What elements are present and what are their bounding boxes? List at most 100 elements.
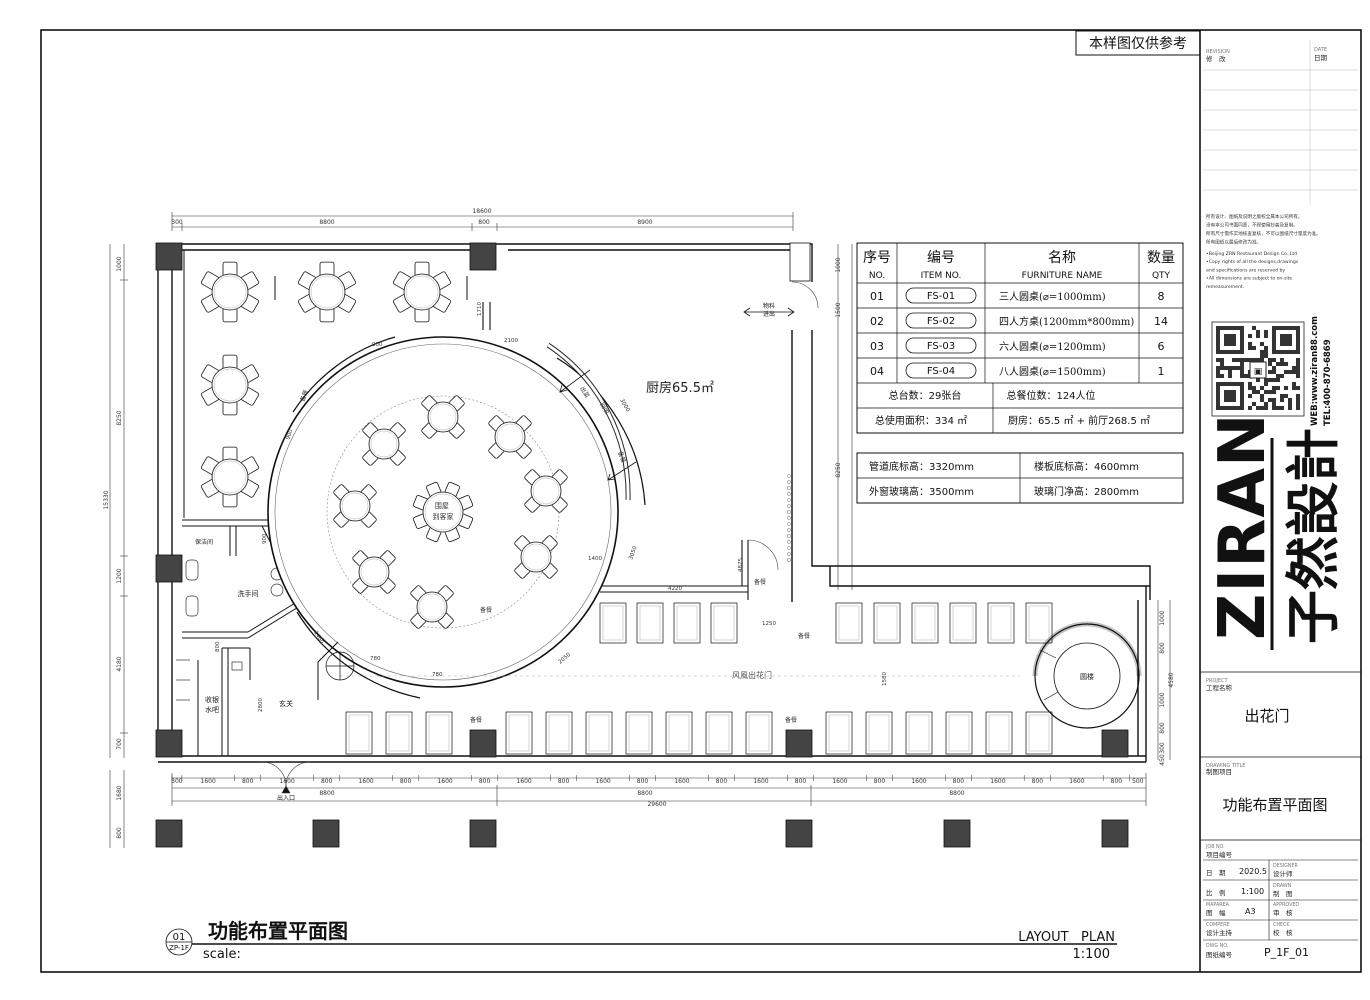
qr-module: [1272, 402, 1276, 406]
booth: [835, 602, 863, 644]
booth: [673, 602, 701, 644]
qr-module: [1240, 374, 1244, 378]
designer-cn: 设计师: [1273, 869, 1293, 878]
qr-module: [1256, 334, 1260, 338]
round-table: [488, 415, 532, 459]
booth-table: [873, 602, 901, 644]
footer-title-cn: 功能布置平面图: [208, 919, 348, 943]
row-qty: 6: [1158, 340, 1165, 353]
qr-module: [1240, 366, 1244, 370]
qr-module: [1264, 350, 1268, 354]
dim-label: 2800: [258, 698, 264, 712]
stair-label: 圆楼: [1080, 672, 1094, 681]
revolving-door: [317, 641, 355, 700]
dim-label: 1680: [116, 785, 123, 800]
qr-module: [1260, 398, 1264, 402]
qr-module: [1220, 362, 1224, 366]
slab-height: 楼板底标高：4600mm: [1034, 460, 1139, 473]
table-rim: [213, 368, 247, 402]
hub-line-2: 到客家: [433, 512, 454, 521]
qr-module: [1268, 362, 1272, 366]
brand-cn: 子然設計: [1281, 428, 1345, 644]
qr-module: [1236, 366, 1240, 370]
dim-label: 8900: [637, 219, 652, 226]
qr-module: [1272, 366, 1276, 370]
entrance-door[interactable]: [261, 761, 311, 794]
washroom-label: 洗手间: [238, 589, 259, 598]
booth-inner: [713, 605, 735, 641]
copyright-line: 所有尺寸需作实地核查复核，不可以图纸尺寸量度为准。: [1206, 230, 1321, 237]
qr-module: [1264, 406, 1268, 410]
dim-label: 1250: [762, 621, 776, 627]
qr-module: [1296, 394, 1300, 398]
table-top: [494, 421, 526, 453]
cleaning-room-label: 保洁间: [195, 538, 213, 546]
table-header-name: 名称: [1048, 250, 1076, 266]
dim-label: 800: [716, 778, 728, 785]
scale-label: 比 例: [1206, 888, 1226, 897]
dim-label: 800: [400, 778, 412, 785]
booth-table: [745, 711, 773, 755]
footer-title: 01 ZP-1F 功能布置平面图 scale: LAYOUT PLAN 1:10…: [165, 919, 1117, 962]
dim-label: 800: [874, 778, 886, 785]
booth-inner: [348, 714, 370, 752]
table-header-qty-en: QTY: [1152, 271, 1171, 281]
booth-table: [585, 711, 613, 755]
dim-label: 800: [1111, 778, 1123, 785]
sheet-number: 01: [173, 932, 186, 943]
row-qty: 14: [1154, 315, 1168, 328]
round-table: [524, 469, 568, 513]
row-no: 03: [870, 340, 884, 353]
check-cn: 校 核: [1273, 928, 1293, 937]
table-top: [358, 556, 390, 588]
booth-inner: [508, 714, 530, 752]
dim-label: 8800: [319, 219, 334, 226]
qr-module: [1268, 390, 1272, 394]
qr-module: [1284, 362, 1288, 366]
table-header-code: 编号: [927, 250, 955, 266]
dim-label: 8250: [116, 410, 123, 425]
copyright-line: •Copy rights of all the designs,drawings: [1206, 259, 1299, 265]
dim-right-labels: 1000 1500 8250: [835, 257, 842, 477]
booth-table: [911, 602, 939, 644]
qr-module: [1280, 374, 1284, 378]
dim-label: 1600: [516, 778, 531, 785]
table-rim: [341, 492, 369, 520]
dim-label: 1600: [437, 778, 452, 785]
dim-label: 1600: [832, 778, 847, 785]
qr-module: [1296, 362, 1300, 366]
row-name: 三人圆桌(⌀=1000mm): [999, 290, 1106, 303]
dim-label: 1600: [358, 778, 373, 785]
qr-module: [1292, 366, 1296, 370]
booth: [985, 711, 1013, 755]
hub-line-1: 围屋: [435, 502, 449, 510]
dim-label: 1580: [882, 672, 888, 686]
code-pill: [905, 287, 977, 304]
table-top: [211, 458, 249, 496]
table-top: [403, 273, 441, 311]
dim-label: 1000: [835, 257, 842, 272]
qr-module: [1260, 358, 1264, 362]
qr-module: [1284, 394, 1288, 398]
kitchen-door-swing: [791, 281, 819, 309]
kitchen-side-door: [747, 539, 779, 571]
booth: [636, 602, 664, 644]
qr-module: [1240, 370, 1244, 374]
booth-table: [625, 711, 653, 755]
booth-table: [545, 711, 573, 755]
footer-scale-value: 1:100: [1073, 947, 1110, 962]
booth-inner: [838, 605, 860, 641]
project-en: PROJECT: [1206, 678, 1229, 684]
row-name: 四人方桌(1200mm*800mm): [999, 315, 1134, 328]
booth-seating: [345, 602, 1053, 755]
qr-module: [1256, 330, 1260, 334]
date-value: 2020.5: [1239, 867, 1267, 876]
qr-module: [1280, 362, 1284, 366]
qr-module: [1280, 398, 1284, 402]
qr-module: [1260, 342, 1264, 346]
copyright-line: 所有图纸以最后修改为准。: [1206, 239, 1261, 246]
booth-table: [636, 602, 664, 644]
dim-label: 1500: [835, 302, 842, 317]
